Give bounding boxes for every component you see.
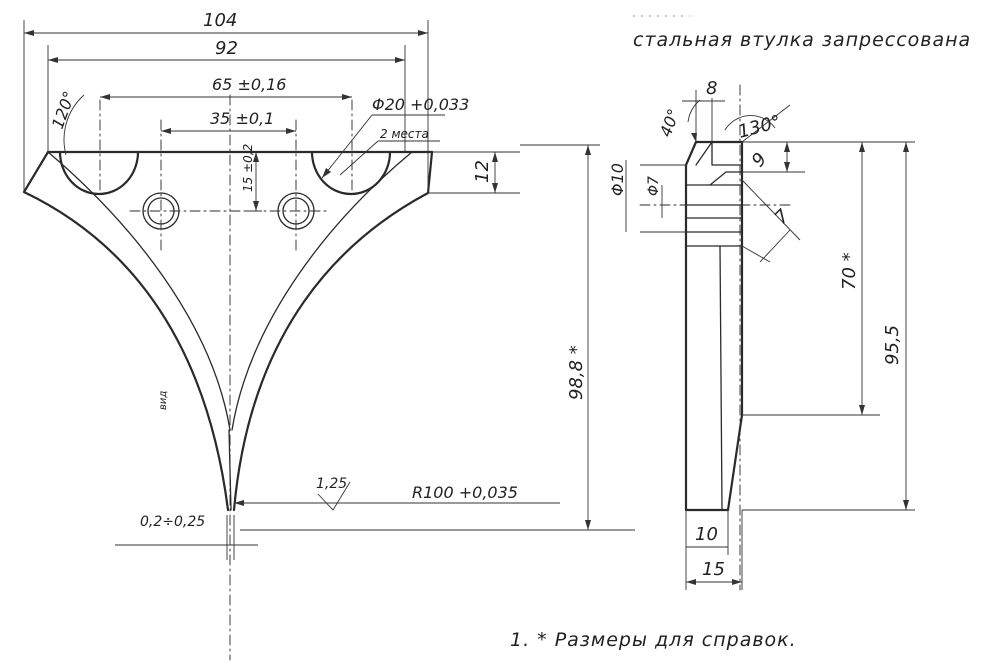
dim-top: 8 [706, 78, 717, 99]
dim-notch-angle: 120° [48, 89, 79, 132]
right-notch [310, 150, 392, 196]
dim-holes-inner: 35 ±0,1 [210, 109, 274, 128]
dim-total-height: 98,8 * [566, 345, 587, 400]
dim-bevel-7: 7 [771, 205, 794, 228]
blade-right-edge [232, 150, 434, 512]
dim-notch-count: 2 места [380, 127, 429, 141]
side-label: вид [158, 391, 169, 410]
footnote: 1. * Размеры для справок. [510, 629, 797, 651]
dim-notch-diameter: Φ20 +0,033 [372, 95, 469, 114]
dim-95-5: 95,5 [882, 325, 903, 365]
dim-tip-width: 0,2÷0,25 [140, 514, 205, 530]
dim-bore-outer: Φ10 [608, 163, 627, 196]
front-view: 104 92 65 ±0,16 35 ±0,1 120° Φ20 +0,033 … [22, 10, 635, 661]
title-note: стальная втулка запрессована [633, 29, 971, 51]
dim-bevel: 1,25 [316, 476, 347, 492]
dim-angle-40: 40° [656, 106, 684, 139]
blade-left-bevel [47, 151, 231, 431]
dim-holes-outer: 65 ±0,16 [212, 75, 286, 94]
side-view: 8 40° 130° 9 Φ10 Φ7 7 70 * [608, 78, 915, 591]
dim-70: 70 * [839, 252, 860, 290]
dim-15: 15 [702, 559, 725, 580]
dim-top-height: 12 [472, 160, 493, 183]
dim-overall-width: 104 [203, 10, 237, 31]
blade-left-edge [22, 150, 230, 512]
dim-hole-offset: 15 ±0,2 [241, 144, 255, 192]
section-outline [684, 140, 744, 512]
dim-radius: R100 +0,035 [412, 483, 518, 502]
dim-width: 92 [215, 38, 238, 59]
dim-chamfer: 9 [748, 149, 771, 171]
dim-bore-inner: Φ7 [646, 176, 662, 196]
dim-10: 10 [695, 524, 718, 545]
left-notch [58, 150, 140, 196]
